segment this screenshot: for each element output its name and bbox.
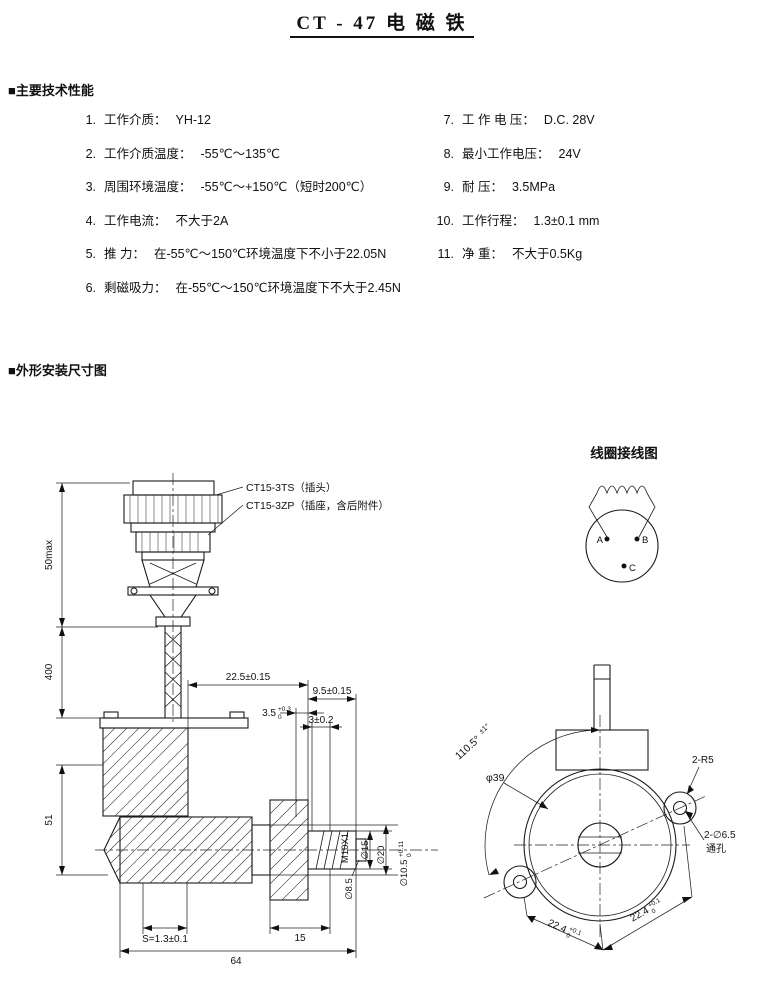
spec-value: 3.5MPa [511, 180, 556, 194]
spec-item: 7. 工 作 电 压： D.C. 28V [428, 114, 599, 127]
svg-text:0: 0 [565, 932, 572, 940]
svg-text:±1°: ±1° [477, 722, 491, 736]
dimension-arrows [59, 483, 389, 954]
spec-num: 11. [437, 247, 454, 261]
svg-text:+0.11: +0.11 [398, 841, 405, 857]
spec-label: 耐 压： [462, 180, 503, 194]
dim-3: 3±0.2 [309, 715, 334, 726]
coil-wiring-diagram: 线圈接线图 A B C [585, 445, 659, 583]
svg-text:∅10.5: ∅10.5 [399, 860, 410, 887]
spec-num: 1. [85, 113, 96, 127]
dim-d15: ∅15 [360, 841, 371, 860]
plug-label: CT15-3TS（插头） [246, 481, 336, 494]
dim-stroke: S=1.3±0.1 [142, 934, 188, 945]
socket-label: CT15-3ZP（插座，含后附件） [246, 499, 389, 512]
dim-400: 400 [44, 663, 55, 680]
spec-num: 3. [85, 180, 96, 194]
spec-label: 工作行程： [462, 213, 525, 228]
terminal-c-dot [621, 563, 627, 569]
spec-label: 净 重： [462, 247, 503, 261]
spec-label: 工作电流： [104, 213, 167, 228]
dim-d20: ∅20 [376, 846, 387, 865]
spec-value: -55℃～135℃ [200, 146, 281, 161]
spec-label: 剩磁吸力： [104, 280, 167, 295]
specs-right-column: 7. 工 作 电 压： D.C. 28V 8. 最小工作电压： 24V 9. 耐 压： 3.… [428, 114, 600, 282]
dim-9-5: 9.5±0.15 [313, 686, 352, 697]
dim-thread: M10X1 [340, 833, 351, 863]
dim-15: 15 [294, 933, 306, 944]
page-title-text: CT - 47 电 磁 铁 [290, 13, 474, 38]
spec-label: 最小工作电压： [462, 146, 550, 161]
dim-22-4-right: 22.4 +0.1 0 [629, 897, 662, 924]
svg-text:+0.1: +0.1 [568, 926, 583, 938]
spec-label: 工作介质温度： [104, 146, 192, 161]
spec-label: 周围环境温度： [104, 180, 192, 194]
dim-2-r5: 2-R5 [692, 755, 714, 766]
spec-item: 5. 推 力： 在-55℃～150℃环境温度下不小于22.05N [70, 248, 401, 261]
spec-num: 9. [443, 180, 454, 194]
terminal-c-label: C [629, 563, 636, 574]
left-view-dimensions: CT15-3TS（插头） CT15-3ZP（插座，含后附件） 50max 400… [44, 481, 413, 967]
terminal-a-label: A [597, 535, 604, 546]
page-title: CT - 47 电 磁 铁 [0, 8, 764, 38]
spec-num: 2. [85, 146, 96, 161]
spec-num: 4. [85, 213, 96, 228]
specs-left-column: 1. 工作介质： YH-12 2. 工作介质温度： -55℃～135℃ 3. 周围环境温度… [70, 114, 401, 315]
spec-item: 9. 耐 压： 3.5MPa [428, 181, 599, 194]
spec-item: 4. 工作电流： 不大于2A [70, 213, 401, 228]
dim-d8-5: ∅8.5 [344, 878, 355, 899]
spec-value: 不大于2A [175, 213, 229, 228]
dim-d39: φ39 [486, 772, 505, 784]
spec-num: 5. [85, 247, 96, 261]
spec-item: 3. 周围环境温度： -55℃～+150℃（短时200℃） [70, 181, 401, 194]
spec-value: 在-55℃～150℃环境温度下不大于2.45N [175, 280, 401, 295]
terminal-b-label: B [642, 535, 648, 546]
spec-num: 8. [443, 146, 454, 161]
svg-text:0: 0 [651, 907, 658, 915]
spec-num: 10. [436, 213, 454, 228]
dim-angle: 110.5° ±1° [453, 722, 491, 763]
spec-item: 8. 最小工作电压： 24V [428, 146, 599, 161]
terminal-a-dot [604, 536, 610, 542]
spec-value: D.C. 28V [543, 113, 595, 127]
dim-d10-5: ∅10.5 +0.11 0 [398, 841, 413, 887]
spec-item: 10. 工作行程： 1.3±0.1 mm [428, 213, 600, 228]
dim-3-5-tol-dn: 0 [278, 714, 282, 721]
dim-3-5-tol-up: +0.3 [278, 706, 291, 713]
section-title-drawing: ■外形安装尺寸图 [8, 363, 107, 378]
svg-text:0: 0 [406, 853, 413, 857]
spec-value: -55℃～+150℃（短时200℃） [200, 180, 373, 194]
spec-value: 不大于0.5Kg [511, 247, 583, 261]
spec-label: 工 作 电 压： [462, 113, 535, 127]
spec-value: 在-55℃～150℃环境温度下不小于22.05N [153, 247, 387, 261]
dim-64: 64 [230, 956, 242, 967]
spec-item: 11. 净 重： 不大于0.5Kg [428, 248, 599, 261]
spec-label: 工作介质： [104, 113, 167, 127]
terminal-b-dot [634, 536, 640, 542]
dim-22-4-left: 22.4 +0.1 0 [546, 918, 583, 940]
spec-label: 推 力： [104, 247, 145, 261]
dim-holes-thru: 通孔 [706, 843, 726, 855]
spec-num: 6. [85, 280, 96, 295]
dim-holes: 2-∅6.5 [704, 830, 736, 841]
spec-value: 1.3±0.1 mm [533, 213, 600, 228]
front-view: 110.5° ±1° φ39 2-R5 2-∅6.5 通孔 22.4 +0.1 … [453, 664, 736, 951]
section-title-specs: ■主要技术性能 [8, 83, 94, 98]
dimension-drawing: CT15-3TS（插头） CT15-3ZP（插座，含后附件） 50max 400… [44, 445, 736, 967]
dim-22-5: 22.5±0.15 [226, 672, 271, 683]
spec-value: YH-12 [175, 113, 211, 127]
spec-item: 6. 剩磁吸力： 在-55℃～150℃环境温度下不大于2.45N [70, 280, 401, 295]
spec-num: 7. [443, 113, 454, 127]
spec-item: 1. 工作介质： YH-12 [70, 114, 401, 127]
svg-text:110.5°: 110.5° [453, 733, 483, 762]
front-view-arrows [489, 727, 694, 950]
dim-51: 51 [44, 814, 55, 826]
dim-50max: 50max [44, 540, 55, 570]
solenoid-body-section [95, 473, 438, 901]
spec-value: 24V [558, 146, 581, 161]
spec-item: 2. 工作介质温度： -55℃～135℃ [70, 146, 401, 161]
wiring-title: 线圈接线图 [590, 445, 658, 461]
svg-text:+0.1: +0.1 [647, 897, 662, 910]
dim-3-5: 3.5 [262, 708, 276, 719]
